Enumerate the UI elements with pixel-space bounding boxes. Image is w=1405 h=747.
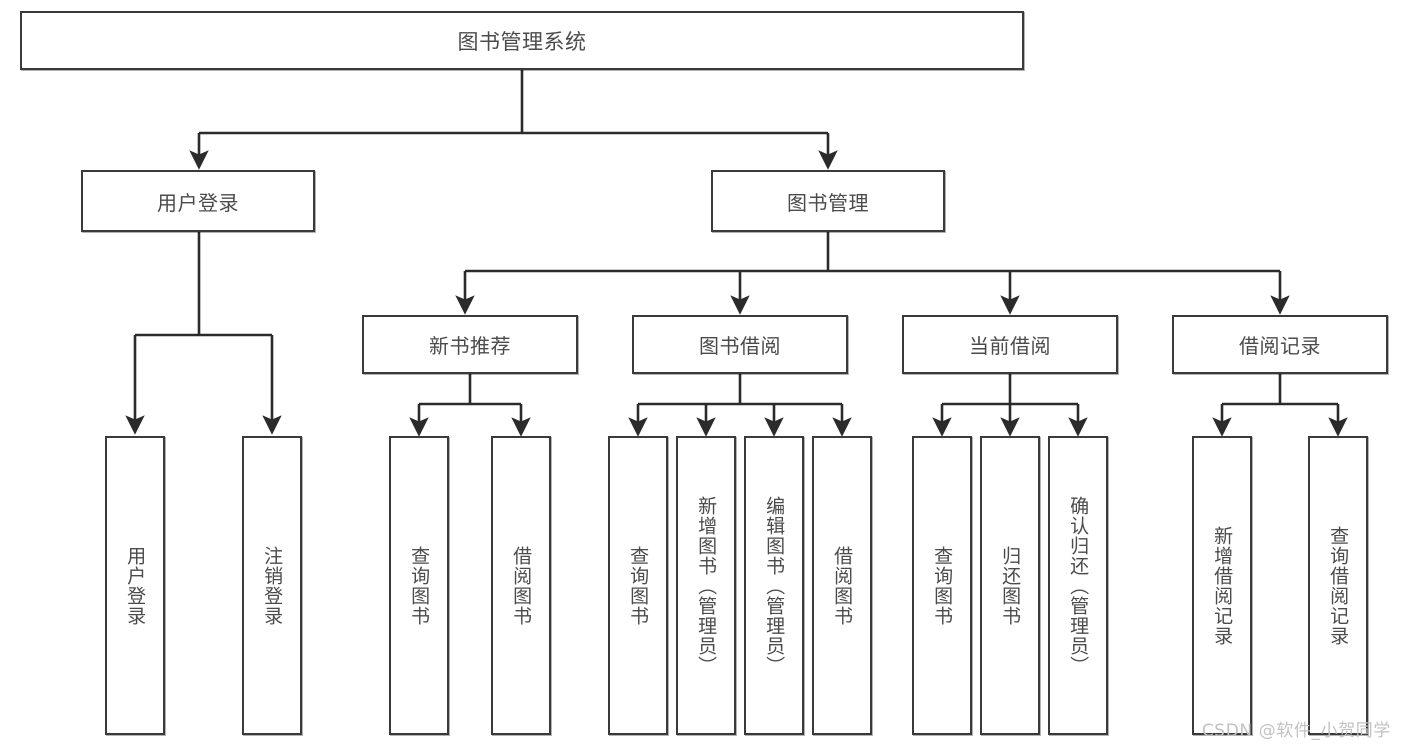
node-user-login[interactable]: 用户登录 <box>81 170 315 232</box>
node-label: 借阅记录 <box>1239 334 1321 358</box>
node-label: 编辑图书（管理员） <box>763 495 786 676</box>
node-label: 借阅图书 <box>831 545 854 626</box>
leaf-borrow-record-query[interactable]: 查询借阅记录 <box>1308 436 1368 735</box>
leaf-user-login-logout[interactable]: 注销登录 <box>242 436 302 735</box>
node-label: 当前借阅 <box>969 334 1051 358</box>
node-label: 注销登录 <box>261 545 284 626</box>
leaf-current-borrow-return[interactable]: 归还图书 <box>980 436 1040 735</box>
node-current-borrow[interactable]: 当前借阅 <box>902 315 1118 374</box>
leaf-book-borrow-add[interactable]: 新增图书（管理员） <box>676 436 736 735</box>
node-label: 查询借阅记录 <box>1327 525 1350 646</box>
leaf-book-borrow-query[interactable]: 查询图书 <box>608 436 668 735</box>
node-label: 新增借阅记录 <box>1211 525 1234 646</box>
node-label: 新书推荐 <box>429 334 511 358</box>
node-book-borrow[interactable]: 图书借阅 <box>632 315 848 374</box>
leaf-book-borrow-edit[interactable]: 编辑图书（管理员） <box>744 436 804 735</box>
node-label: 查询图书 <box>931 545 954 626</box>
node-label: 归还图书 <box>999 545 1022 626</box>
node-borrow-record[interactable]: 借阅记录 <box>1172 315 1388 374</box>
node-label: 图书借阅 <box>699 334 781 358</box>
node-label: 借阅图书 <box>510 545 533 626</box>
leaf-book-borrow-borrow[interactable]: 借阅图书 <box>812 436 872 735</box>
node-root-system[interactable]: 图书管理系统 <box>20 11 1024 70</box>
node-label: 图书管理 <box>787 190 869 215</box>
leaf-current-borrow-confirm-return[interactable]: 确认归还（管理员） <box>1048 436 1108 735</box>
node-label: 新增图书（管理员） <box>695 495 718 676</box>
node-label: 确认归还（管理员） <box>1067 495 1090 676</box>
node-new-book-recommend[interactable]: 新书推荐 <box>362 315 578 374</box>
leaf-new-book-query[interactable]: 查询图书 <box>389 436 449 735</box>
node-label: 查询图书 <box>408 545 431 626</box>
leaf-user-login-login[interactable]: 用户登录 <box>105 436 165 735</box>
leaf-borrow-record-add[interactable]: 新增借阅记录 <box>1192 436 1252 735</box>
leaf-new-book-borrow[interactable]: 借阅图书 <box>491 436 551 735</box>
node-label: 用户登录 <box>157 190 239 215</box>
node-label: 用户登录 <box>124 545 147 626</box>
leaf-current-borrow-query[interactable]: 查询图书 <box>912 436 972 735</box>
node-label: 查询图书 <box>627 545 650 626</box>
node-label: 图书管理系统 <box>457 29 587 54</box>
watermark-credit: CSDN @软件_小贺同学 <box>1201 721 1391 741</box>
node-book-management[interactable]: 图书管理 <box>711 170 945 232</box>
